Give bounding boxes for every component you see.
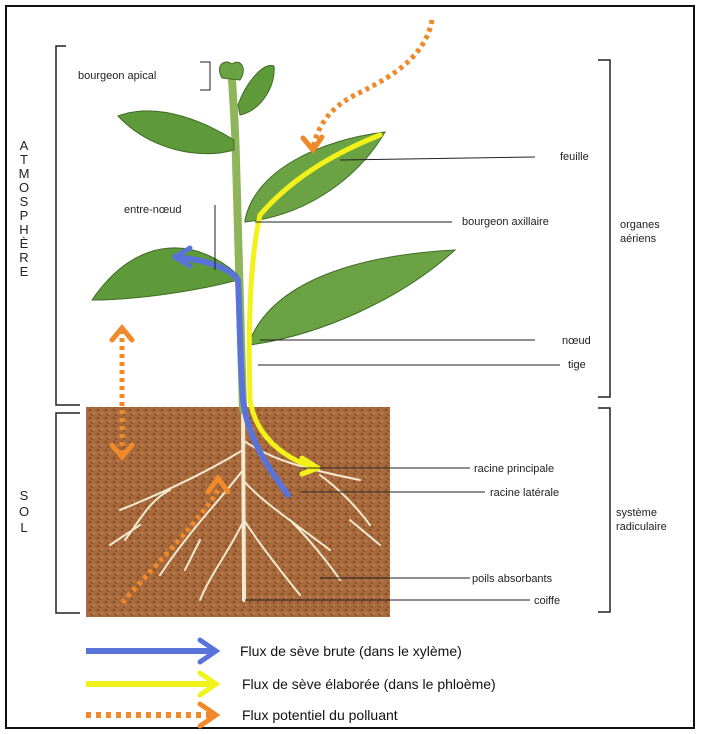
label-racine-laterale: racine latérale (490, 487, 559, 499)
soil (86, 407, 390, 617)
sol-letter: S (20, 488, 29, 503)
atmosphere-letter: S (20, 194, 29, 209)
label-noeud: nœud (562, 335, 591, 347)
leaf-left (92, 248, 238, 300)
atmosphere-letter: M (19, 166, 30, 181)
sol-letter: L (20, 520, 27, 535)
leaf-right-lower (250, 250, 455, 345)
legend-seve-brute-label: Flux de sève brute (dans le xylème) (240, 643, 462, 659)
label-tige: tige (568, 359, 586, 371)
leaf-apical-bud (219, 62, 243, 80)
label-systeme: système (616, 507, 657, 519)
label-organes: organes (620, 219, 660, 231)
atmosphere-bracket (56, 46, 80, 405)
label-aeriens: aériens (620, 233, 657, 245)
label-coiffe: coiffe (534, 595, 560, 607)
outer-border (6, 6, 694, 728)
atmosphere-letter: È (20, 236, 29, 251)
atmosphere-letter: P (20, 208, 29, 223)
atmosphere-letter: A (20, 138, 29, 153)
sol-bracket (56, 413, 80, 613)
label-bourgeon-apical: bourgeon apical (78, 70, 156, 82)
atmosphere-letter: H (19, 222, 28, 237)
atmosphere-letter: E (20, 264, 29, 279)
legend-seve-elaboree-label: Flux de sève élaborée (dans le phloème) (242, 676, 496, 692)
legend-polluant-label: Flux potentiel du polluant (242, 707, 398, 723)
organes-aeriens-bracket (598, 60, 610, 397)
label-radiculaire: radiculaire (616, 521, 667, 533)
label-poils-absorbants: poils absorbants (472, 573, 553, 585)
label-bourgeon-axillaire: bourgeon axillaire (462, 216, 549, 228)
atmosphere-letter: O (19, 180, 29, 195)
atmosphere-label: ATMOSPHÈRE (19, 138, 30, 279)
label-feuille: feuille (560, 151, 589, 163)
legend: Flux de sève brute (dans le xylème) Flux… (86, 640, 496, 726)
label-entre-noeud: entre-nœud (124, 204, 181, 216)
atmosphere-letter: T (20, 152, 28, 167)
systeme-radiculaire-bracket (598, 408, 610, 612)
leaf-top-left (118, 111, 234, 154)
label-racine-principale: racine principale (474, 463, 554, 475)
sol-label: SOL (19, 488, 29, 535)
atmosphere-letter: R (19, 250, 28, 265)
sol-letter: O (19, 504, 29, 519)
